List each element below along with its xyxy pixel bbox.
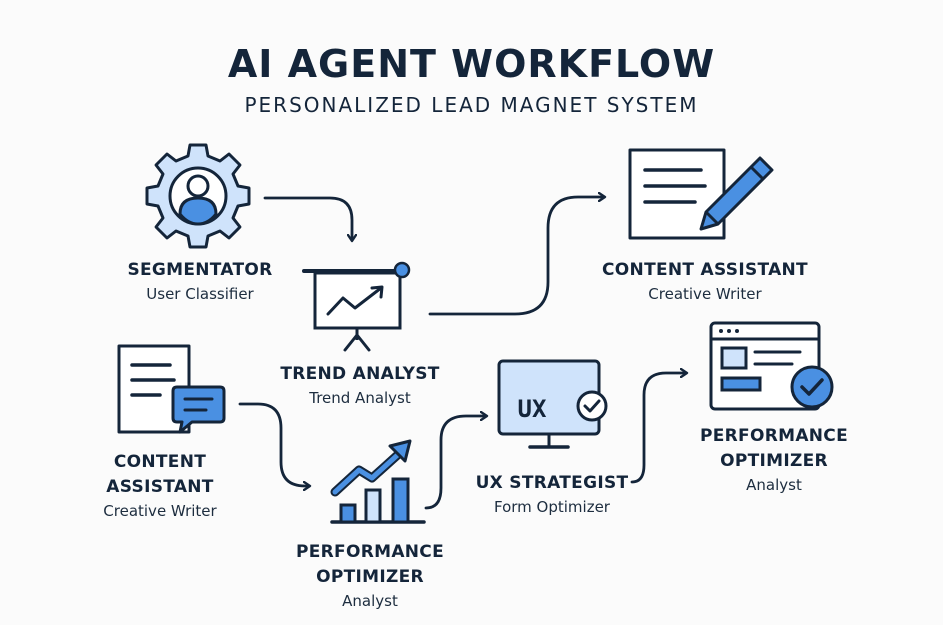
node-role: Form Optimizer <box>494 498 610 516</box>
ux-monitor-icon: UX <box>497 359 608 449</box>
document-chat-icon <box>117 344 226 434</box>
node-content-assistant-left: CONTENT ASSISTANT Creative Writer <box>80 450 240 522</box>
arrow-trend-to-content-top <box>428 197 604 316</box>
node-trend-analyst: TREND ANALYST Trend Analyst <box>250 362 470 409</box>
node-role: Creative Writer <box>103 502 217 520</box>
page-subtitle: PERSONALIZED LEAD MAGNET SYSTEM <box>244 93 699 117</box>
arrow-content-left-to-performance <box>238 402 309 486</box>
node-role: Analyst <box>342 592 398 610</box>
node-content-assistant-top: CONTENT ASSISTANT Creative Writer <box>580 258 830 305</box>
arrow-performance-to-ux <box>424 416 486 510</box>
node-name: SEGMENTATOR <box>127 260 273 280</box>
page-title: AI AGENT WORKFLOW <box>227 42 716 86</box>
browser-check-icon <box>709 321 834 411</box>
arrow-ux-to-performance-right <box>630 373 686 484</box>
document-pencil-icon <box>628 148 774 240</box>
arrow-segmentator-to-trend <box>263 196 352 240</box>
gear-user-icon <box>145 143 251 249</box>
node-role: Trend Analyst <box>309 389 411 407</box>
node-name-line2: ASSISTANT <box>106 477 214 497</box>
connectors <box>238 196 686 510</box>
node-name: CONTENT ASSISTANT <box>602 260 808 280</box>
node-segmentator: SEGMENTATOR User Classifier <box>100 258 300 305</box>
node-name: UX STRATEGIST <box>475 473 629 493</box>
node-name-line1: CONTENT <box>113 452 207 472</box>
node-role: Analyst <box>746 476 802 494</box>
node-ux-strategist: UX STRATEGIST Form Optimizer <box>452 471 652 518</box>
node-name-line2: OPTIMIZER <box>316 567 424 587</box>
node-role: User Classifier <box>146 285 254 303</box>
presentation-chart-icon <box>302 261 411 352</box>
node-role: Creative Writer <box>648 285 762 303</box>
node-name-line2: OPTIMIZER <box>720 451 828 471</box>
node-performance-optimizer-right: PERFORMANCE OPTIMIZER Analyst <box>674 424 874 496</box>
node-name-line1: PERFORMANCE <box>699 426 848 446</box>
node-name-line1: PERFORMANCE <box>295 542 444 562</box>
node-name: TREND ANALYST <box>280 364 440 384</box>
node-performance-optimizer-bottom: PERFORMANCE OPTIMIZER Analyst <box>270 540 470 612</box>
growth-bar-chart-icon <box>330 439 426 524</box>
ux-icon-text: UX <box>518 395 547 423</box>
